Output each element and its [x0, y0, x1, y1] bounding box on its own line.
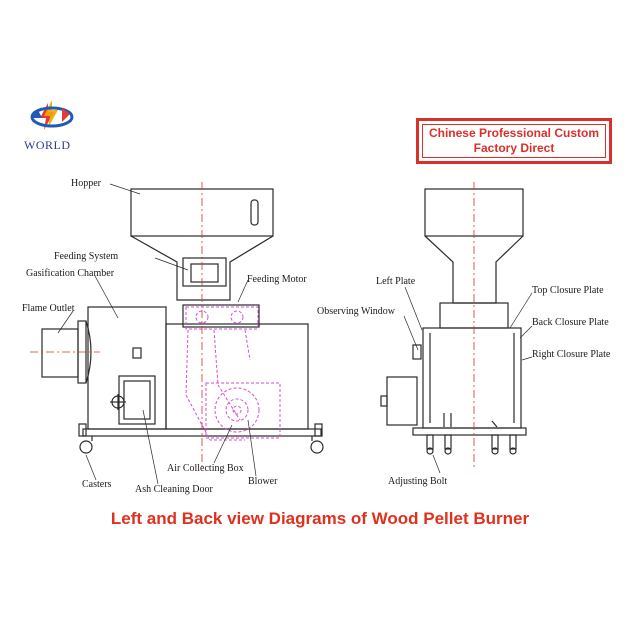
left-hopper-funnel — [130, 235, 274, 301]
stamp-line-1: Chinese Professional Custom — [428, 126, 600, 140]
ash-cleaning-door — [118, 375, 156, 425]
label-top-closure-plate: Top Closure Plate — [532, 285, 604, 296]
back-body — [422, 327, 522, 429]
control-box — [386, 376, 418, 426]
factory-direct-stamp: Chinese Professional Custom Factory Dire… — [416, 118, 612, 164]
label-observing-window: Observing Window — [317, 306, 396, 317]
stamp-line-2: Factory Direct — [473, 141, 555, 155]
left-view-drawing — [41, 188, 324, 454]
label-flame-outlet: Flame Outlet — [22, 303, 75, 314]
back-view-drawing — [380, 188, 527, 455]
label-gasification-chamber: Gasification Chamber — [26, 268, 115, 279]
label-hopper: Hopper — [71, 178, 102, 189]
flame-outlet — [41, 328, 79, 378]
label-feeding-system: Feeding System — [54, 251, 118, 262]
label-left-plate: Left Plate — [376, 276, 416, 287]
hopper-slot — [250, 199, 259, 226]
label-feeding-motor: Feeding Motor — [247, 274, 307, 285]
label-right-closure-plate: Right Closure Plate — [532, 349, 611, 360]
blower-icon — [214, 387, 260, 433]
logo-text: WORLD — [24, 138, 71, 152]
back-hopper — [424, 188, 524, 237]
caster-icon — [310, 440, 324, 454]
back-leader-lines — [403, 286, 533, 474]
observing-window — [412, 344, 422, 360]
back-base — [412, 427, 527, 436]
label-casters: Casters — [82, 479, 112, 490]
gasification-chamber — [87, 306, 167, 430]
label-back-closure-plate: Back Closure Plate — [532, 317, 609, 328]
left-centerlines — [30, 182, 203, 470]
label-ash-cleaning-door: Ash Cleaning Door — [135, 484, 213, 495]
label-blower: Blower — [248, 476, 278, 487]
world-logo-icon — [30, 100, 74, 130]
caster-icon — [79, 440, 93, 454]
left-hidden-internals — [185, 306, 281, 441]
feeding-box — [182, 257, 227, 287]
left-leader-lines — [57, 183, 257, 485]
label-air-collecting-box: Air Collecting Box — [167, 463, 244, 474]
diagram-caption: Left and Back view Diagrams of Wood Pell… — [110, 509, 530, 528]
left-hopper — [130, 188, 274, 237]
label-adjusting-bolt: Adjusting Bolt — [388, 476, 447, 487]
